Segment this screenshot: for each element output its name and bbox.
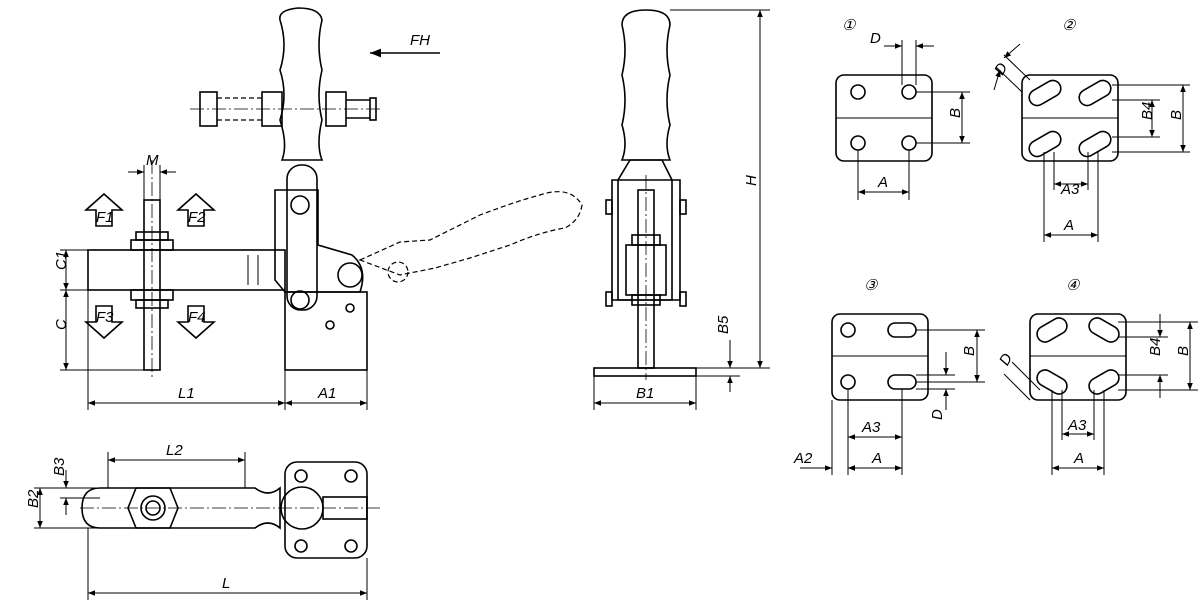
label-B-v1: B: [947, 108, 964, 118]
label-L1: L1: [178, 385, 195, 402]
variant-1-diagram: [835, 40, 970, 200]
side-view: [60, 7, 583, 410]
label-A-v1: A: [877, 174, 888, 191]
label-D-v1: D: [870, 30, 881, 47]
label-F2: F2: [188, 209, 206, 226]
label-C1: C1: [53, 251, 70, 270]
label-D-v4: D: [996, 350, 1016, 368]
label-A3-v3: A3: [861, 419, 881, 436]
variant-1-number: ①: [842, 17, 857, 34]
variant-2-diagram: [993, 43, 1190, 242]
label-B-v3: B: [961, 346, 978, 356]
label-L: L: [222, 575, 230, 592]
label-H: H: [743, 175, 760, 186]
label-F4: F4: [188, 309, 206, 326]
label-B4-v2: B4: [1139, 102, 1156, 120]
label-D-v3: D: [929, 409, 946, 420]
label-A-v4: A: [1073, 450, 1084, 467]
label-A1: A1: [317, 385, 336, 402]
label-A2-v3: A2: [793, 450, 813, 467]
label-L2: L2: [166, 442, 183, 459]
label-B2: B2: [25, 489, 42, 508]
label-B-v2: B: [1168, 110, 1185, 120]
variant-2-number: ②: [1062, 17, 1077, 34]
label-B-v4: B: [1175, 346, 1192, 356]
label-C: C: [53, 319, 70, 330]
label-A-v2: A: [1063, 217, 1074, 234]
top-view: [34, 452, 380, 600]
label-F1: F1: [96, 209, 114, 226]
label-M: M: [146, 152, 159, 169]
label-A-v3: A: [871, 450, 882, 467]
label-F3: F3: [96, 309, 114, 326]
label-B4-v4: B4: [1147, 338, 1164, 356]
label-D-v2: D: [991, 60, 1011, 78]
label-FH: FH: [410, 32, 430, 49]
label-B5: B5: [715, 315, 732, 334]
label-B3: B3: [51, 457, 68, 476]
variant-3-number: ③: [864, 277, 879, 294]
label-A3-v2: A3: [1060, 181, 1080, 198]
variant-4-diagram: [1003, 313, 1198, 475]
variant-3-diagram: [800, 313, 985, 475]
variant-4-number: ④: [1066, 277, 1081, 294]
front-view: [593, 9, 770, 410]
label-A3-v4: A3: [1067, 417, 1087, 434]
label-B1: B1: [636, 385, 654, 402]
